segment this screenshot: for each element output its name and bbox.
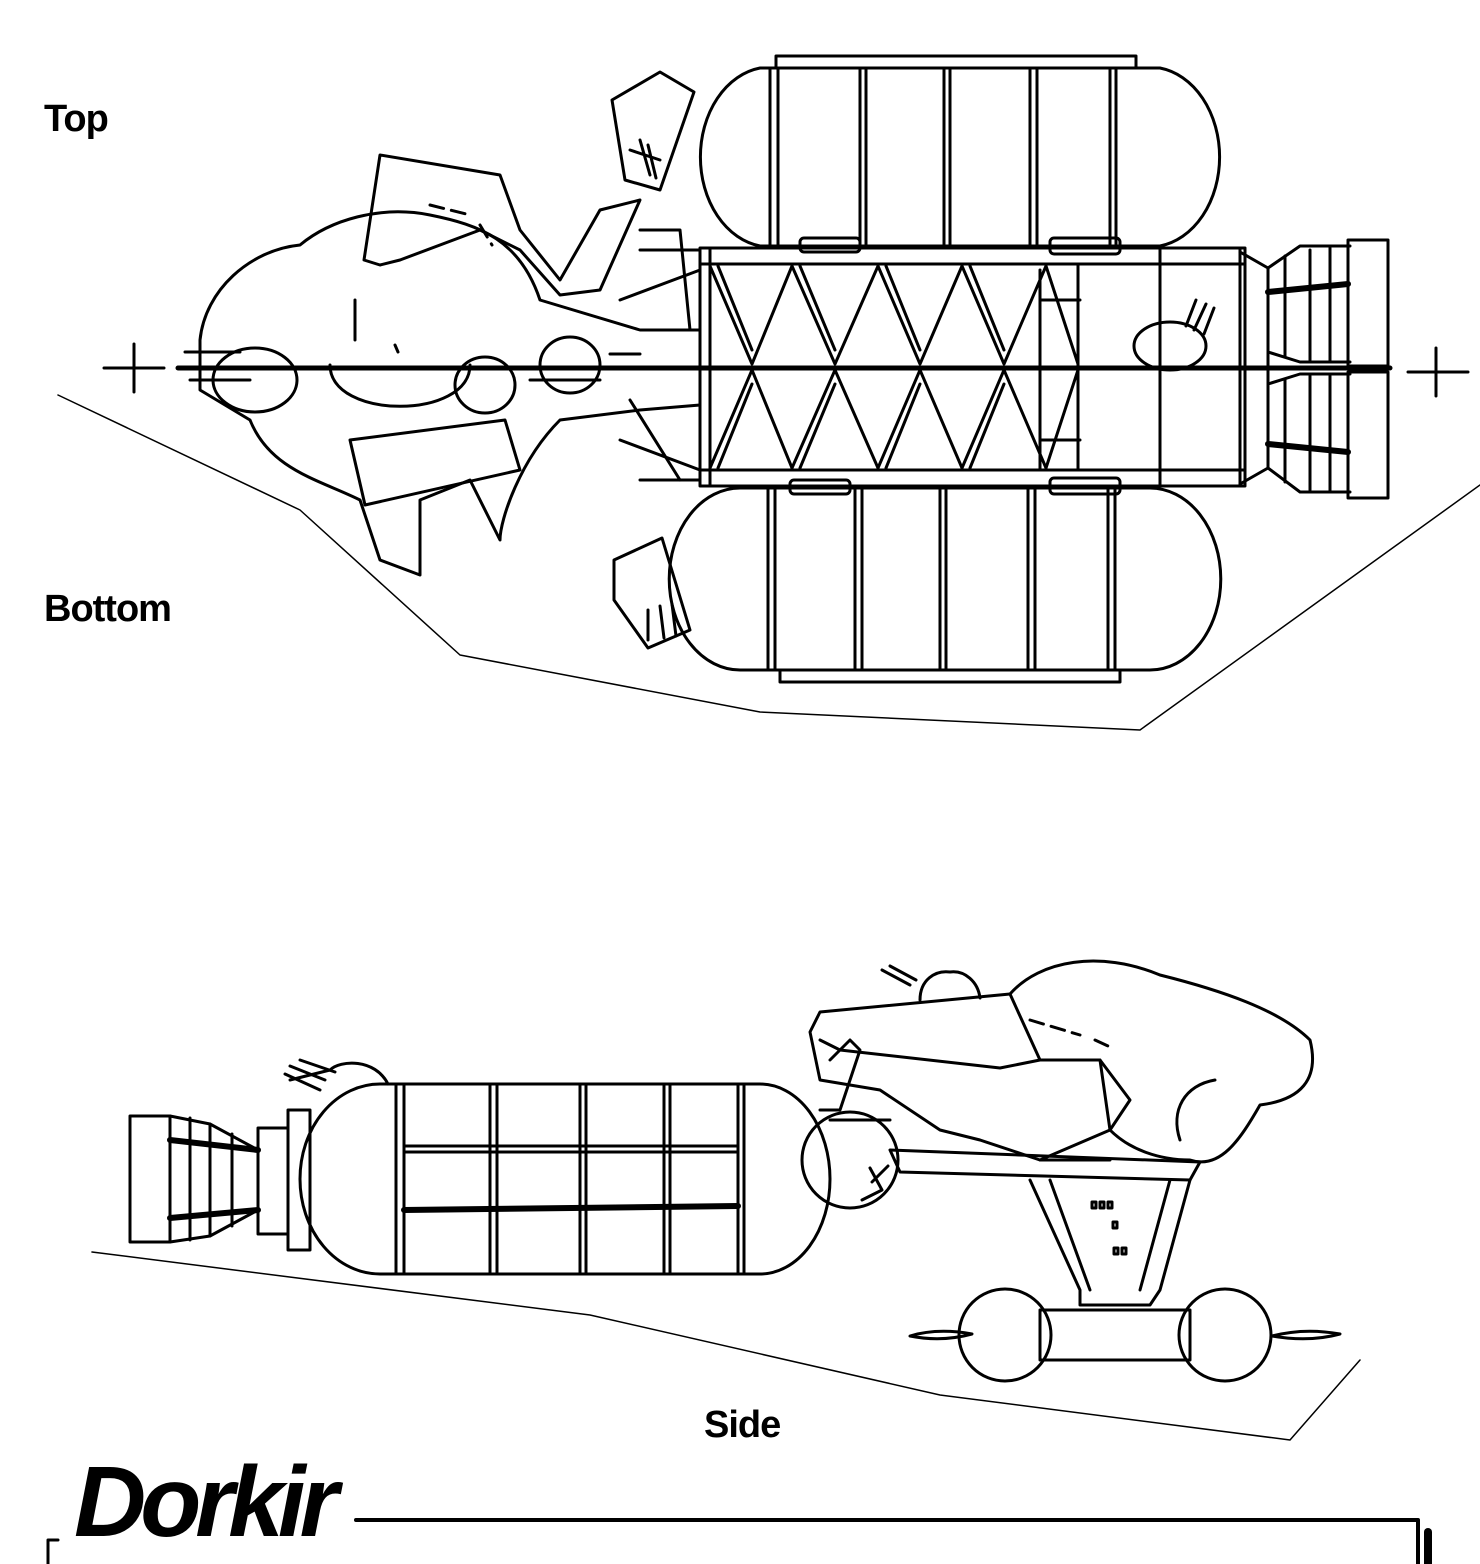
side-view-backdrop-outline: [91, 1251, 1361, 1441]
top-bottom-view: [57, 54, 1480, 731]
landing-gear-side-view: [888, 1148, 1342, 1383]
view-label-side: Side: [704, 1404, 781, 1446]
crosshair-right: [1406, 346, 1470, 398]
diagram-title: Dorkir: [74, 1446, 339, 1558]
pod-side-view: [800, 1110, 900, 1210]
lower-fuel-tank: [667, 486, 1223, 684]
nose-probes: [183, 350, 642, 382]
title-frame: [46, 1518, 1432, 1564]
top-view-backdrop-outline: [57, 394, 1480, 731]
side-view: [91, 959, 1361, 1441]
fuel-tank-side-view: [283, 1058, 832, 1276]
upper-fuel-tank: [698, 54, 1222, 248]
crosshair-left: [102, 342, 166, 394]
view-label-bottom: Bottom: [44, 588, 172, 630]
hull-side-view: [808, 959, 1315, 1164]
view-label-top: Top: [44, 98, 109, 140]
hull-top-view: [198, 70, 702, 650]
engine-side-view: [128, 1108, 312, 1252]
